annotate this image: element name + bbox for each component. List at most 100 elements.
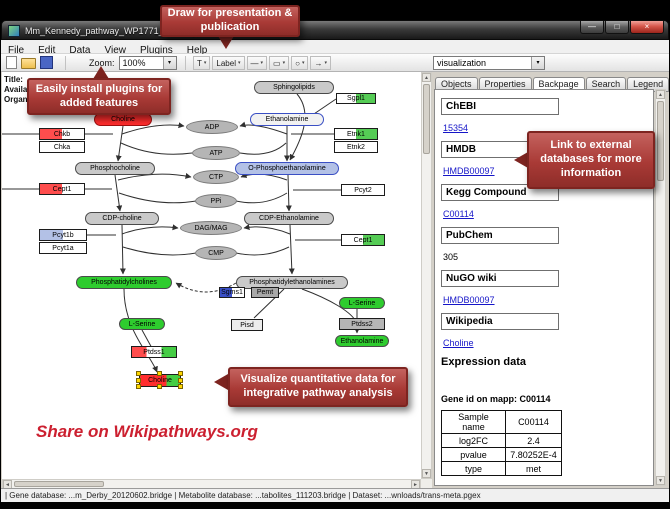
scroll-down-icon[interactable]: ▼ <box>656 476 665 485</box>
pathway-node-adp[interactable]: ADP <box>186 120 238 134</box>
pathway-node-etnk2[interactable]: Etnk2 <box>334 141 378 153</box>
close-button[interactable]: × <box>630 21 664 34</box>
menu-edit[interactable]: Edit <box>38 45 56 56</box>
pathway-node-sgms1[interactable]: Sgms1 <box>219 287 245 298</box>
pathway-node-ctp[interactable]: CTP <box>193 170 239 184</box>
scroll-down-icon[interactable]: ▼ <box>422 469 431 478</box>
chevron-down-icon[interactable]: ▾ <box>531 57 544 69</box>
selection-handle[interactable] <box>136 371 141 376</box>
pathway-node-cmp[interactable]: CMP <box>195 246 237 260</box>
callout-arrow-icon <box>218 36 234 49</box>
pathway-canvas[interactable]: Title:Availability:Organism: Sphingolipi… <box>2 72 421 479</box>
pathway-node-sgpl1[interactable]: Sgpl1 <box>336 93 376 104</box>
pathway-node-ptdss1[interactable]: Ptdss1 <box>131 346 177 358</box>
pathway-node-cdp-ethanolamine[interactable]: CDP-Ethanolamine <box>244 212 334 225</box>
selection-handle[interactable] <box>178 384 183 389</box>
tool-button-3[interactable]: ▭▾ <box>269 56 290 70</box>
tool-button-4[interactable]: ○▾ <box>291 56 309 70</box>
pathway-node-pcyt1b[interactable]: Pcyt1b <box>39 229 87 241</box>
tool-button-0[interactable]: T▾ <box>193 56 211 70</box>
menu-view[interactable]: View <box>104 45 126 56</box>
minimize-button[interactable]: — <box>580 21 604 34</box>
scroll-thumb[interactable] <box>14 481 104 487</box>
scrollbar-corner <box>421 479 432 489</box>
menu-help[interactable]: Help <box>186 45 208 56</box>
selection-handle[interactable] <box>136 377 141 383</box>
visualization-combobox[interactable]: visualization ▾ <box>433 56 545 70</box>
scroll-up-icon[interactable]: ▲ <box>422 73 431 82</box>
callout-visualize-data: Visualize quantitative data for integrat… <box>228 367 408 407</box>
table-cell: Sample name <box>441 410 506 434</box>
scroll-thumb[interactable] <box>657 101 664 181</box>
tool-button-5[interactable]: →▾ <box>310 56 331 70</box>
selection-handle[interactable] <box>157 384 162 389</box>
pathway-node-ethanolamine-top[interactable]: Ethanolamine <box>250 113 324 126</box>
table-cell: 7.80252E-4 <box>505 447 562 462</box>
menu-bar: File Edit Data View Plugins Help <box>1 40 669 56</box>
pathway-node-chka[interactable]: Chka <box>39 141 85 153</box>
tool-button-2[interactable]: —▾ <box>246 56 268 70</box>
share-annotation: Share on Wikipathways.org <box>36 422 258 441</box>
callout-arrow-icon <box>214 374 228 390</box>
menu-data[interactable]: Data <box>69 45 91 56</box>
chevron-down-icon[interactable]: ▾ <box>162 57 176 69</box>
callout-arrow-icon <box>514 152 528 168</box>
pathway-node-pcyt1a[interactable]: Pcyt1a <box>39 242 87 254</box>
table-cell: log2FC <box>441 433 506 448</box>
maximize-button[interactable]: □ <box>605 21 629 34</box>
pathway-node-ethanolamine-bottom[interactable]: Ethanolamine <box>335 335 389 347</box>
selection-handle[interactable] <box>157 371 162 376</box>
pathway-node-pisd[interactable]: Pisd <box>231 319 263 331</box>
link-wikipedia[interactable]: Choline <box>443 338 474 348</box>
tab-backpage[interactable]: Backpage <box>532 77 585 92</box>
expression-heading: Expression data <box>441 356 526 368</box>
pathway-node-cept1-left[interactable]: Cept1 <box>39 183 85 195</box>
status-bar: | Gene database: ...m_Derby_20120602.bri… <box>1 488 669 502</box>
link-nugo-wiki[interactable]: HMDB00097 <box>443 295 495 305</box>
pathway-node-cdp-choline[interactable]: CDP-choline <box>85 212 159 225</box>
pathway-node-cept1-right[interactable]: Cept1 <box>341 234 385 246</box>
open-folder-icon[interactable] <box>21 58 36 69</box>
pathway-node-phosphatidylcholines[interactable]: Phosphatidylcholines <box>76 276 172 289</box>
value-pubchem: 305 <box>443 252 459 262</box>
pathway-node-etnk1[interactable]: Etnk1 <box>334 128 378 140</box>
pathway-node-atp[interactable]: ATP <box>192 146 240 160</box>
pathway-node-phosphatidylethanolamines[interactable]: Phosphatidylethanolamines <box>236 276 348 289</box>
pathway-node-dag-mag[interactable]: DAG/MAG <box>180 221 242 235</box>
pathway-node-ppi[interactable]: PPi <box>195 194 237 208</box>
pathway-node-l-serine-right[interactable]: L-Serine <box>339 297 385 309</box>
pathway-node-phosphocholine[interactable]: Phosphocholine <box>75 162 155 175</box>
window-controls: — □ × <box>580 21 664 34</box>
tool-buttons: T▾Label▾—▾▭▾○▾→▾ <box>193 56 331 70</box>
scroll-thumb[interactable] <box>423 84 430 154</box>
table-cell: type <box>441 461 506 476</box>
pathway-node-sphingolipids[interactable]: Sphingolipids <box>254 81 334 94</box>
menu-plugins[interactable]: Plugins <box>139 45 173 56</box>
link-hmdb[interactable]: HMDB00097 <box>443 166 495 176</box>
vertical-scrollbar[interactable]: ▲ ▼ <box>421 72 432 479</box>
link-kegg-compound[interactable]: C00114 <box>443 209 474 219</box>
selection-handle[interactable] <box>178 371 183 376</box>
app-icon <box>8 25 20 37</box>
save-icon[interactable] <box>40 56 53 69</box>
pathway-node-ptdss2[interactable]: Ptdss2 <box>339 318 385 330</box>
sidebar-scrollbar[interactable]: ▲ ▼ <box>655 89 666 486</box>
zoom-combobox[interactable]: 100% ▾ <box>118 56 177 70</box>
pathway-node-pemt[interactable]: Pemt <box>251 287 279 298</box>
pathway-node-l-serine-left[interactable]: L-Serine <box>119 318 165 330</box>
selection-handle[interactable] <box>178 377 183 383</box>
link-chebi[interactable]: 15354 <box>443 123 469 133</box>
selection-handle[interactable] <box>136 384 141 389</box>
scroll-up-icon[interactable]: ▲ <box>656 90 665 99</box>
pathway-node-chkb[interactable]: Chkb <box>39 128 85 140</box>
tool-button-1[interactable]: Label▾ <box>212 56 245 70</box>
pathway-node-pcyt2[interactable]: Pcyt2 <box>341 184 385 196</box>
new-file-icon[interactable] <box>6 56 17 69</box>
callout-arrow-icon <box>93 66 109 79</box>
pathway-node-o-phosphoethanolamine[interactable]: O-Phosphoethanolamine <box>235 162 339 175</box>
menu-file[interactable]: File <box>8 45 25 56</box>
